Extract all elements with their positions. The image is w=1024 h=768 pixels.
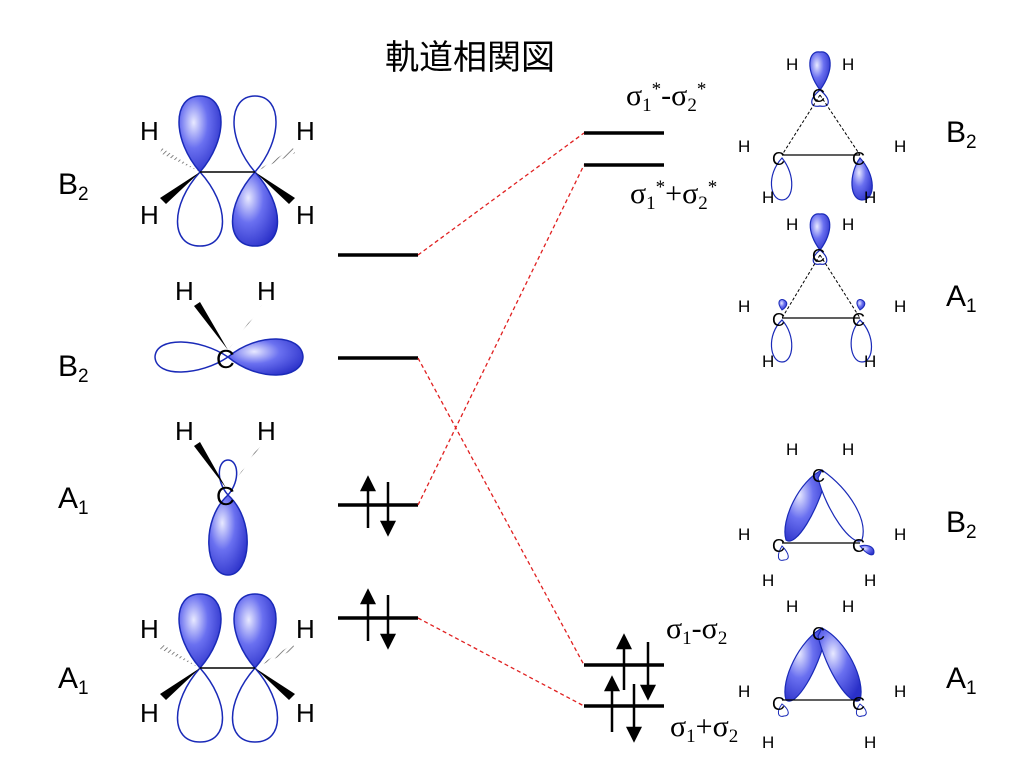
svg-text:H: H [786,215,798,234]
orbital-right-b2-lower: H H C H H C C H H [738,440,906,590]
svg-text:H: H [762,188,774,207]
electron-pair-left-a1-lower [359,588,397,650]
svg-text:H: H [842,215,854,234]
left-energy-levels [338,253,418,620]
svg-text:H: H [738,137,750,156]
right-energy-levels [584,131,664,708]
left-symmetry-label-1: B2 [58,168,89,205]
left-symmetry-label-4: A1 [58,662,89,699]
svg-text:H: H [140,200,159,230]
svg-text:H: H [738,682,750,701]
orbital-right-b2-upper: H H C H H C C H H [738,51,906,207]
svg-text:C: C [812,624,825,644]
svg-text:H: H [842,440,854,459]
svg-text:H: H [175,416,194,446]
svg-text:C: C [772,310,785,330]
orbital-right-a1-lower: H H C H H C C H H [738,597,906,752]
svg-text:C: C [852,310,865,330]
svg-text:H: H [894,525,906,544]
svg-text:H: H [257,416,276,446]
svg-text:H: H [296,614,315,644]
svg-text:C: C [216,481,235,511]
electron-pair-right-sigma-minus [615,633,657,701]
svg-text:H: H [894,682,906,701]
svg-text:H: H [762,352,774,371]
arrow-down-icon [379,595,397,650]
mo-label-sigma-minus: σ1-σ2 [666,612,728,649]
svg-text:H: H [296,116,315,146]
diagram-title: 軌道相関図 [385,38,555,78]
left-symmetry-label-2: B2 [58,350,89,387]
svg-text:C: C [812,86,825,106]
svg-text:H: H [175,276,194,306]
arrow-up-icon [615,633,633,690]
svg-text:C: C [216,344,235,374]
svg-text:C: C [772,694,785,714]
orbital-left-b2-upper: H H H H [140,95,315,247]
svg-text:H: H [257,276,276,306]
svg-text:H: H [738,297,750,316]
svg-text:H: H [864,352,876,371]
correlation-line-1 [417,132,585,256]
svg-text:H: H [738,525,750,544]
svg-text:H: H [786,55,798,74]
svg-text:H: H [894,297,906,316]
arrow-up-icon [359,475,377,528]
svg-text:H: H [296,200,315,230]
svg-text:C: C [812,466,825,486]
svg-text:H: H [296,698,315,728]
correlation-line-4 [417,617,585,707]
svg-text:H: H [864,571,876,590]
svg-text:H: H [842,597,854,616]
orbital-left-b2-lower: H H C [154,276,304,376]
right-symmetry-label-1: B2 [946,116,977,153]
left-symmetry-label-3: A1 [58,482,89,519]
mo-label-sigma-star-minus: σ1*-σ2* [626,79,707,116]
svg-text:C: C [852,149,865,169]
svg-text:H: H [842,55,854,74]
correlation-lines [417,132,585,707]
mo-label-sigma-star-plus: σ1*+σ2* [630,177,718,214]
electron-pair-left-a1-upper [359,475,397,537]
right-symmetry-label-4: A1 [946,662,977,699]
svg-text:C: C [852,536,865,556]
svg-text:H: H [864,188,876,207]
svg-text:H: H [786,597,798,616]
svg-text:H: H [894,137,906,156]
svg-text:H: H [786,440,798,459]
svg-text:H: H [762,733,774,752]
correlation-line-3 [417,357,585,666]
arrow-down-icon [379,482,397,537]
arrow-up-icon [603,675,621,732]
arrow-up-icon [359,588,377,641]
correlation-line-2 [417,164,585,506]
svg-text:H: H [864,733,876,752]
mo-label-sigma-plus: σ1+σ2 [670,710,739,747]
svg-text:H: H [140,116,159,146]
svg-text:H: H [762,571,774,590]
arrow-down-icon [639,642,657,701]
svg-text:C: C [772,149,785,169]
svg-text:H: H [140,614,159,644]
svg-text:C: C [852,694,865,714]
arrow-down-icon [625,684,643,743]
svg-text:C: C [812,246,825,266]
orbital-right-a1-upper: H H C H H C C H H [738,213,906,371]
orbital-left-a1-lower: H H H H [140,593,315,743]
svg-text:H: H [140,698,159,728]
electron-pair-right-sigma-plus [603,675,643,743]
svg-text:C: C [772,536,785,556]
orbital-left-a1-upper: H H C [175,416,276,576]
right-symmetry-label-3: B2 [946,506,977,543]
right-symmetry-label-2: A1 [946,280,977,317]
